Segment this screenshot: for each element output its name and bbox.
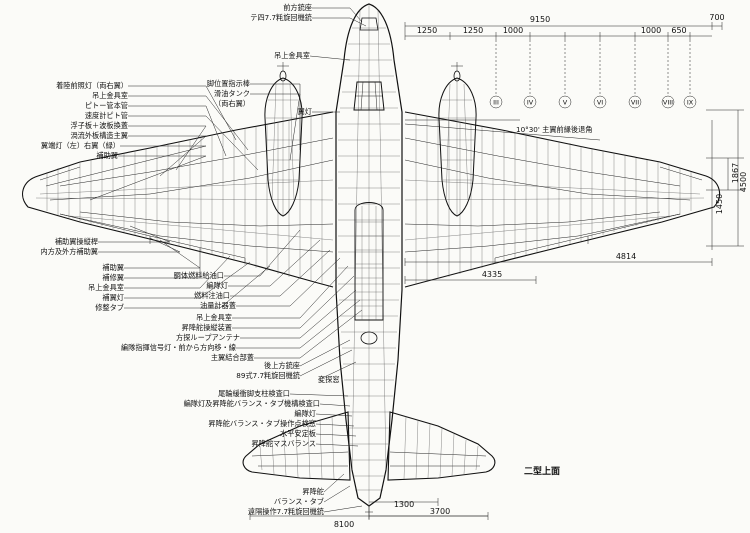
dim-span-right: 9150: [530, 15, 550, 24]
callout-label: 昇降舵操縦装置: [182, 323, 232, 332]
right-nacelle: [438, 62, 477, 217]
dim-tip: 700: [709, 13, 724, 22]
bottom-callouts: 昇降舵 バランス・タブ 遠隔操作7.7粍旋回機銃: [248, 487, 324, 516]
callout-label: 翼端灯（左）右翼（緑）: [41, 141, 120, 150]
dim-chord: 1867: [731, 163, 740, 183]
callout-label: 水平安定板: [280, 429, 316, 438]
callout-label: 補助翼操縦桿: [55, 237, 98, 246]
dim-tail-span: 8100: [334, 520, 354, 529]
callout-label: 昇降舵マスバランス: [251, 439, 316, 448]
callout-label: 油量計器蓋: [200, 301, 236, 310]
callout-label: 吊上金具室: [92, 91, 128, 100]
left-nacelle: [264, 62, 303, 217]
callout-label: 吊上金具室: [196, 313, 232, 322]
horizontal-tail: [242, 411, 496, 519]
callout-label: テ四7.7粍旋回機銃: [250, 13, 312, 22]
callout-label: 吊上金具室: [274, 51, 310, 60]
left-callouts: 着陸前照灯（両右翼） 吊上金具室 ピトー管本管 速度計ピト管 浮子板＋波板換蓋 …: [40, 81, 128, 312]
station-label: IV: [527, 99, 534, 107]
callout-label: 補助翼: [102, 263, 124, 272]
left-wing-ribs: [46, 114, 323, 285]
right-spar-lines: [404, 137, 691, 253]
callout-label: 補修翼: [102, 273, 124, 282]
callout-label: 速度計ピト管: [85, 111, 128, 120]
callout-label: 編隊指揮信号灯・前から方向移・線: [121, 343, 236, 352]
callout-label: 遠隔操作7.7粍旋回機銃: [248, 507, 324, 516]
dim-seg: 1000: [641, 26, 661, 35]
callout-label: 変探窓: [318, 375, 340, 384]
station-markers: III IV V VI VII VIII IX: [489, 95, 697, 109]
station-label: V: [563, 99, 568, 107]
callout-label: 編隊灯: [294, 409, 316, 418]
drawing-title: 二型上面: [524, 465, 560, 477]
callout-label: ピトー管本管: [85, 101, 128, 110]
dim-chord: 4500: [739, 172, 748, 192]
dim-value: 1300: [394, 500, 414, 509]
callout-label: 主翼結合部蓋: [211, 353, 254, 362]
callout-label: 脚位置指示棒: [207, 79, 250, 88]
callout-label: 浮子板＋波板換蓋: [70, 121, 128, 130]
dimension-lines: [249, 22, 744, 520]
callout-label: 胴体燃料給油口: [174, 271, 224, 280]
station-label: VI: [597, 99, 603, 107]
dim-value: 3700: [430, 507, 450, 516]
right-stabilizer: [387, 411, 496, 481]
callout-label: （両右翼）: [214, 99, 250, 108]
callout-label: 編隊灯: [206, 281, 228, 290]
callout-label: 方探ループアンテナ: [176, 333, 240, 342]
station-label: III: [493, 99, 499, 107]
callout-label: 89式7.7粍旋回機銃: [236, 371, 300, 380]
cockpit-canopy: [353, 81, 385, 111]
center-callouts: 前方銃座 テ四7.7粍旋回機銃 吊上金具室 脚位置指示棒 滑油タンク （両右翼）…: [121, 3, 340, 448]
dim-chord: 1450: [715, 194, 724, 214]
callout-label: 前方銃座: [283, 3, 312, 12]
leader-lines: [45, 7, 367, 513]
dim-seg: 1250: [417, 26, 437, 35]
dim-value: 4814: [616, 252, 636, 261]
dimension-values: 9150 700 1250 1250 1000 1000 650 1867 14…: [334, 13, 748, 529]
dim-value: 4335: [482, 270, 502, 279]
dim-seg: 1250: [463, 26, 483, 35]
callout-label: 昇降舵バランス・タブ操作点検窓: [208, 419, 316, 428]
left-stabilizer: [242, 411, 351, 481]
main-wing: [22, 111, 721, 288]
callout-label: 内方及外方補助翼: [40, 247, 98, 256]
callout-label: 翼灯: [298, 107, 312, 116]
left-spar-lines: [49, 137, 334, 253]
right-wing-ribs: [415, 114, 692, 285]
fuselage: [335, 3, 403, 507]
callout-label: 補助翼: [96, 151, 118, 160]
station-label: VII: [631, 99, 639, 107]
callout-label: 着陸前照灯（両右翼）: [56, 81, 128, 90]
dim-seg: 1000: [503, 26, 523, 35]
dorsal-hatch: [354, 202, 384, 321]
sweep-note: 10°30' 主翼前縁後退角: [516, 125, 592, 134]
rear-turret: [360, 331, 378, 345]
callout-label: 渦流外板構造主翼: [70, 131, 128, 140]
callout-label: 補翼灯: [102, 293, 124, 302]
dim-seg: 650: [671, 26, 686, 35]
callout-label: 尾輪緩衝脚支柱検査口: [218, 389, 290, 398]
callout-label: 滑油タンク: [214, 89, 250, 98]
callout-label: バランス・タブ: [274, 497, 324, 506]
station-label: IX: [687, 99, 694, 107]
callout-label: 修整タブ: [95, 303, 124, 312]
callout-label: 燃料注油口: [194, 291, 230, 300]
callout-label: 後上方銃座: [264, 361, 300, 370]
station-label: VIII: [663, 99, 673, 107]
callout-label: 吊上金具室: [88, 283, 124, 292]
right-wing-outline: [404, 111, 721, 288]
callout-label: 昇降舵: [302, 487, 324, 496]
callout-label: 編隊灯及昇降舵バランス・タブ機構検査口: [184, 399, 320, 408]
